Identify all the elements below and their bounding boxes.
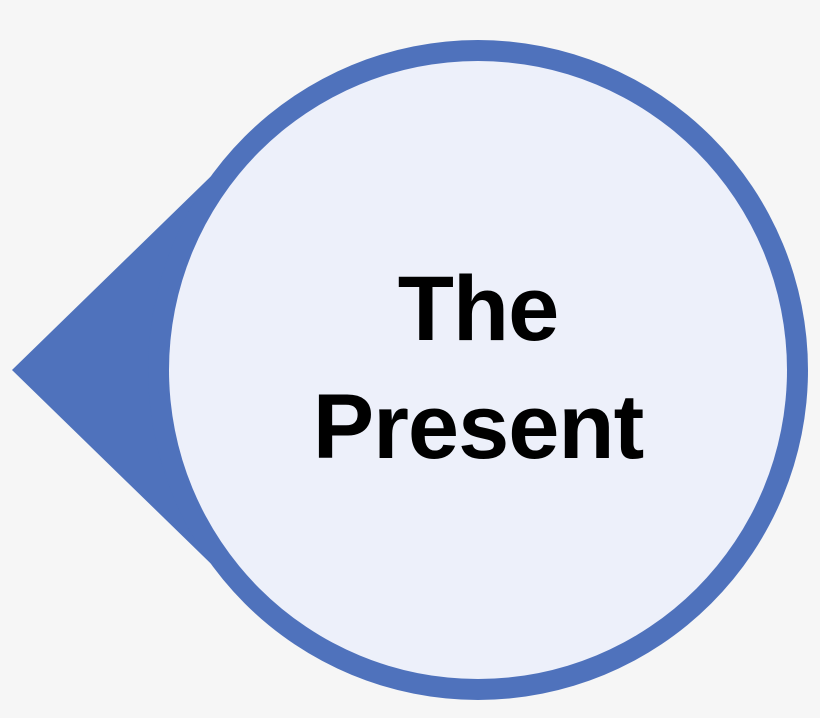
label-line-2: Present [312, 376, 645, 478]
callout-fill [169, 61, 787, 679]
callout-label: The Present [278, 250, 678, 486]
label-line-1: The [397, 258, 560, 360]
